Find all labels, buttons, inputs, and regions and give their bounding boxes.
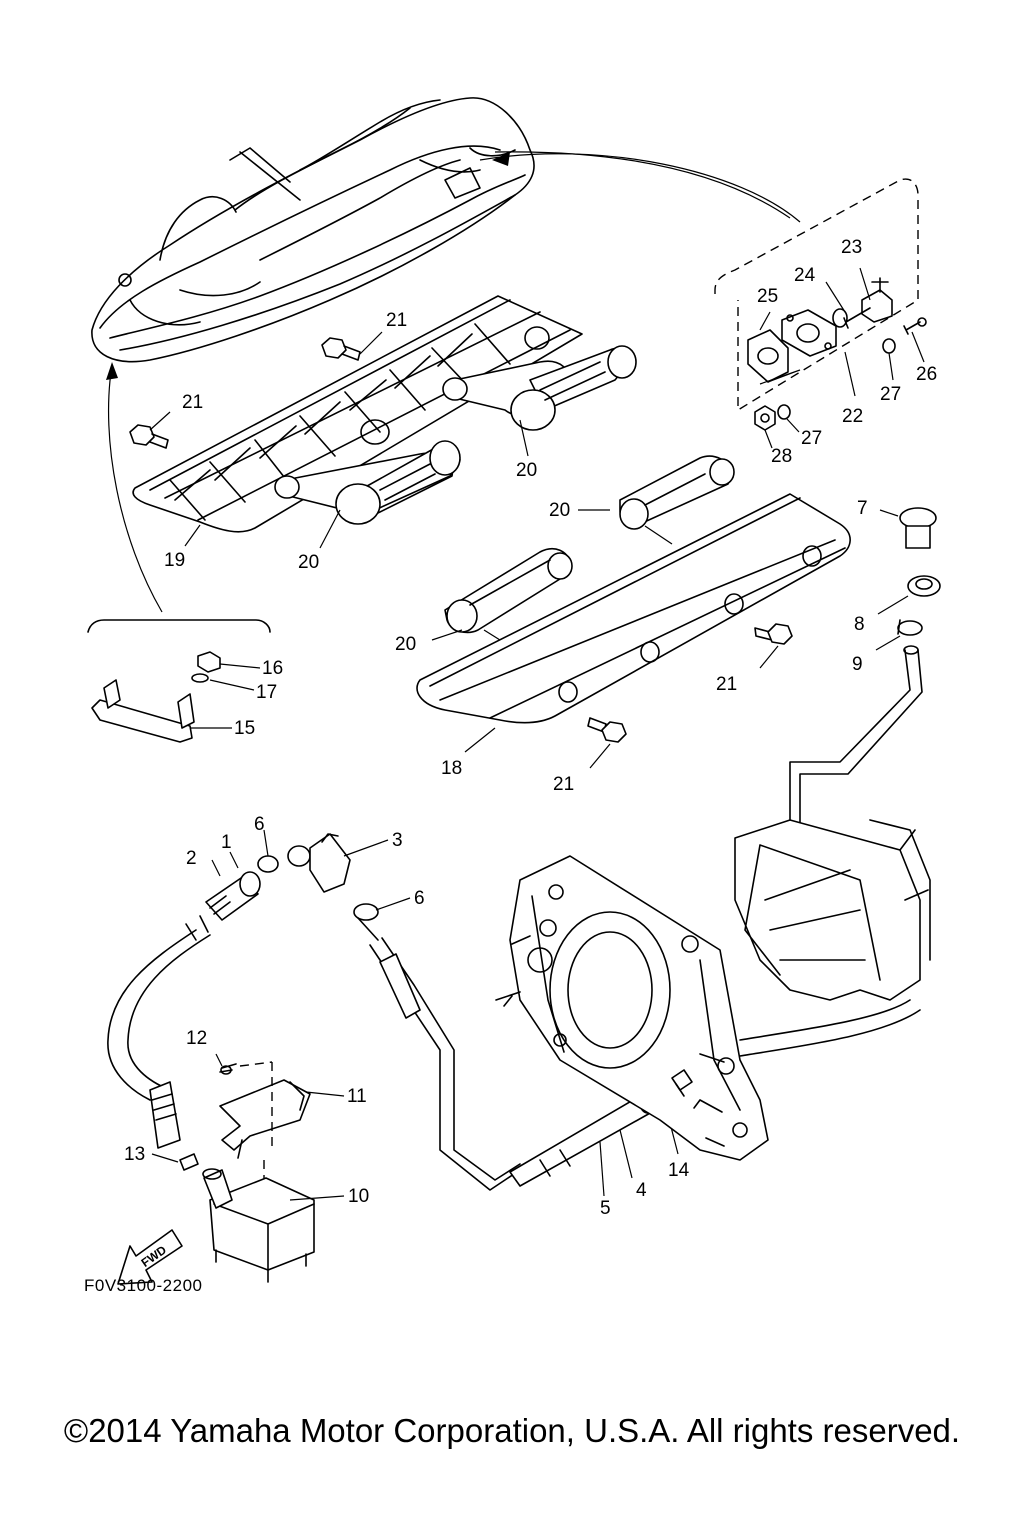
callout-arrow-front xyxy=(107,364,163,613)
part-label-2: 2 xyxy=(186,848,197,869)
callout-arrow-rear-2 xyxy=(494,151,791,219)
part-label-20c: 20 xyxy=(549,500,570,521)
part-label-13: 13 xyxy=(124,1144,145,1165)
part-label-21a: 21 xyxy=(386,310,407,331)
part-label-19: 19 xyxy=(164,550,185,571)
rail-18 xyxy=(416,493,851,753)
part-label-4: 4 xyxy=(636,1180,647,1201)
part-label-25: 25 xyxy=(757,286,778,307)
pump-housing xyxy=(495,819,931,1161)
part-label-14: 14 xyxy=(668,1160,690,1181)
part-label-27a: 27 xyxy=(880,384,901,405)
callout-arrow-rear xyxy=(479,153,801,223)
mounts-upper xyxy=(274,345,637,525)
rail-19 xyxy=(132,295,583,533)
part-label-24: 24 xyxy=(794,265,816,286)
detail-box-drain xyxy=(714,178,927,449)
part-labels: 1 2 3 4 5 6 6 7 8 9 10 11 12 13 14 15 16… xyxy=(124,237,937,1219)
part-label-7: 7 xyxy=(857,498,868,519)
mounts-lower xyxy=(431,455,735,641)
part-label-3: 3 xyxy=(392,830,403,851)
part-label-10: 10 xyxy=(348,1186,369,1207)
part-label-21c: 21 xyxy=(716,674,737,695)
part-label-26: 26 xyxy=(916,364,937,385)
part-label-6b: 6 xyxy=(414,888,425,909)
copyright-notice: ©2014 Yamaha Motor Corporation, U.S.A. A… xyxy=(63,1412,961,1449)
part-label-28: 28 xyxy=(771,446,792,467)
part-label-16: 16 xyxy=(262,658,283,679)
part-label-15: 15 xyxy=(234,718,255,739)
part-label-21d: 21 xyxy=(553,774,574,795)
drain-plug-assy xyxy=(789,507,941,841)
part-label-20b: 20 xyxy=(516,460,537,481)
part-label-9: 9 xyxy=(852,654,863,675)
part-label-11: 11 xyxy=(347,1086,367,1107)
diagram-code: F0V3100-2200 xyxy=(84,1276,203,1295)
watercraft-illustration xyxy=(91,97,535,363)
arrow-head xyxy=(492,152,510,166)
part-label-23: 23 xyxy=(841,237,862,258)
water-piping xyxy=(107,829,679,1283)
part-label-22: 22 xyxy=(842,406,863,427)
part-label-5: 5 xyxy=(600,1198,611,1219)
part-label-27b: 27 xyxy=(801,428,822,449)
bolts-21-upper xyxy=(129,331,529,549)
part-label-18: 18 xyxy=(441,758,462,779)
arrow-head xyxy=(106,362,118,380)
bracket-assy-15 xyxy=(87,619,271,743)
part-label-17: 17 xyxy=(256,682,277,703)
part-label-1: 1 xyxy=(221,832,232,853)
bolts-21-lower xyxy=(587,623,793,769)
part-label-6: 6 xyxy=(254,814,265,835)
part-label-12: 12 xyxy=(186,1028,207,1049)
part-label-20d: 20 xyxy=(395,634,416,655)
part-label-8: 8 xyxy=(854,614,865,635)
part-label-21b: 21 xyxy=(182,392,203,413)
part-label-20a: 20 xyxy=(298,552,319,573)
